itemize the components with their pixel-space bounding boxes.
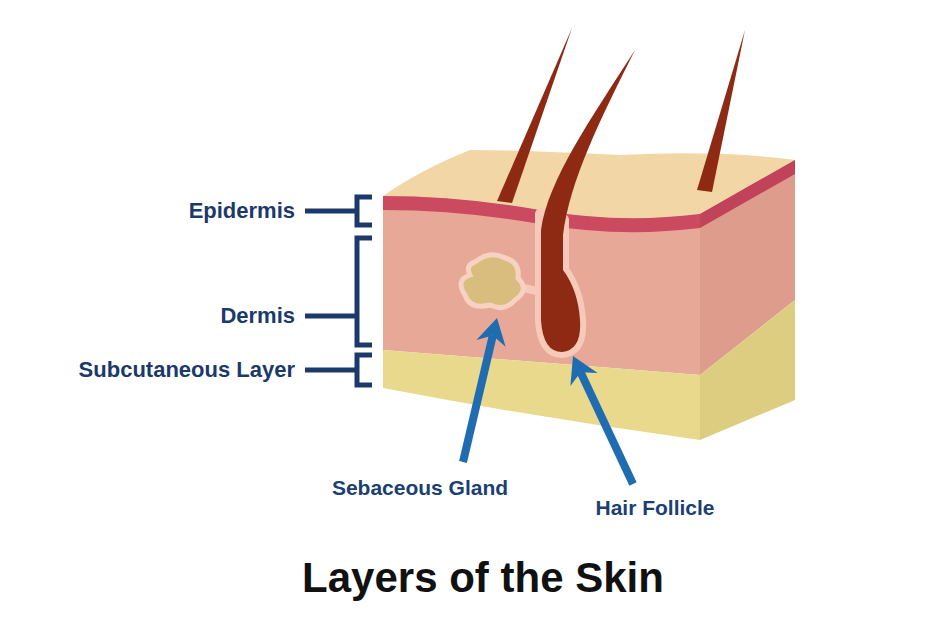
subcutaneous-side [700, 300, 795, 440]
bracket-tick [305, 209, 357, 214]
hair-shaft [541, 50, 635, 352]
pointer-arrow-line [581, 372, 633, 484]
part-label: Sebaceous Gland [332, 476, 508, 500]
pointer-arrow-line [463, 336, 493, 463]
bracket [357, 197, 372, 225]
layer-label: Dermis [220, 303, 295, 328]
bracket [357, 238, 372, 345]
layer-label: Epidermis [189, 198, 295, 223]
bracket [357, 355, 372, 385]
subcutaneous-front [383, 350, 700, 440]
sebaceous-gland [461, 255, 523, 308]
bracket-tick [305, 314, 357, 319]
layer-label: Subcutaneous Layer [79, 357, 295, 382]
hair-shaft [697, 30, 745, 192]
diagram-title: Layers of the Skin [302, 554, 664, 602]
pointer-arrow-head [476, 318, 505, 347]
layer-brackets [305, 197, 372, 385]
part-label: Hair Follicle [595, 496, 714, 520]
bracket-tick [305, 368, 357, 373]
pointer-arrow-head [570, 356, 597, 386]
